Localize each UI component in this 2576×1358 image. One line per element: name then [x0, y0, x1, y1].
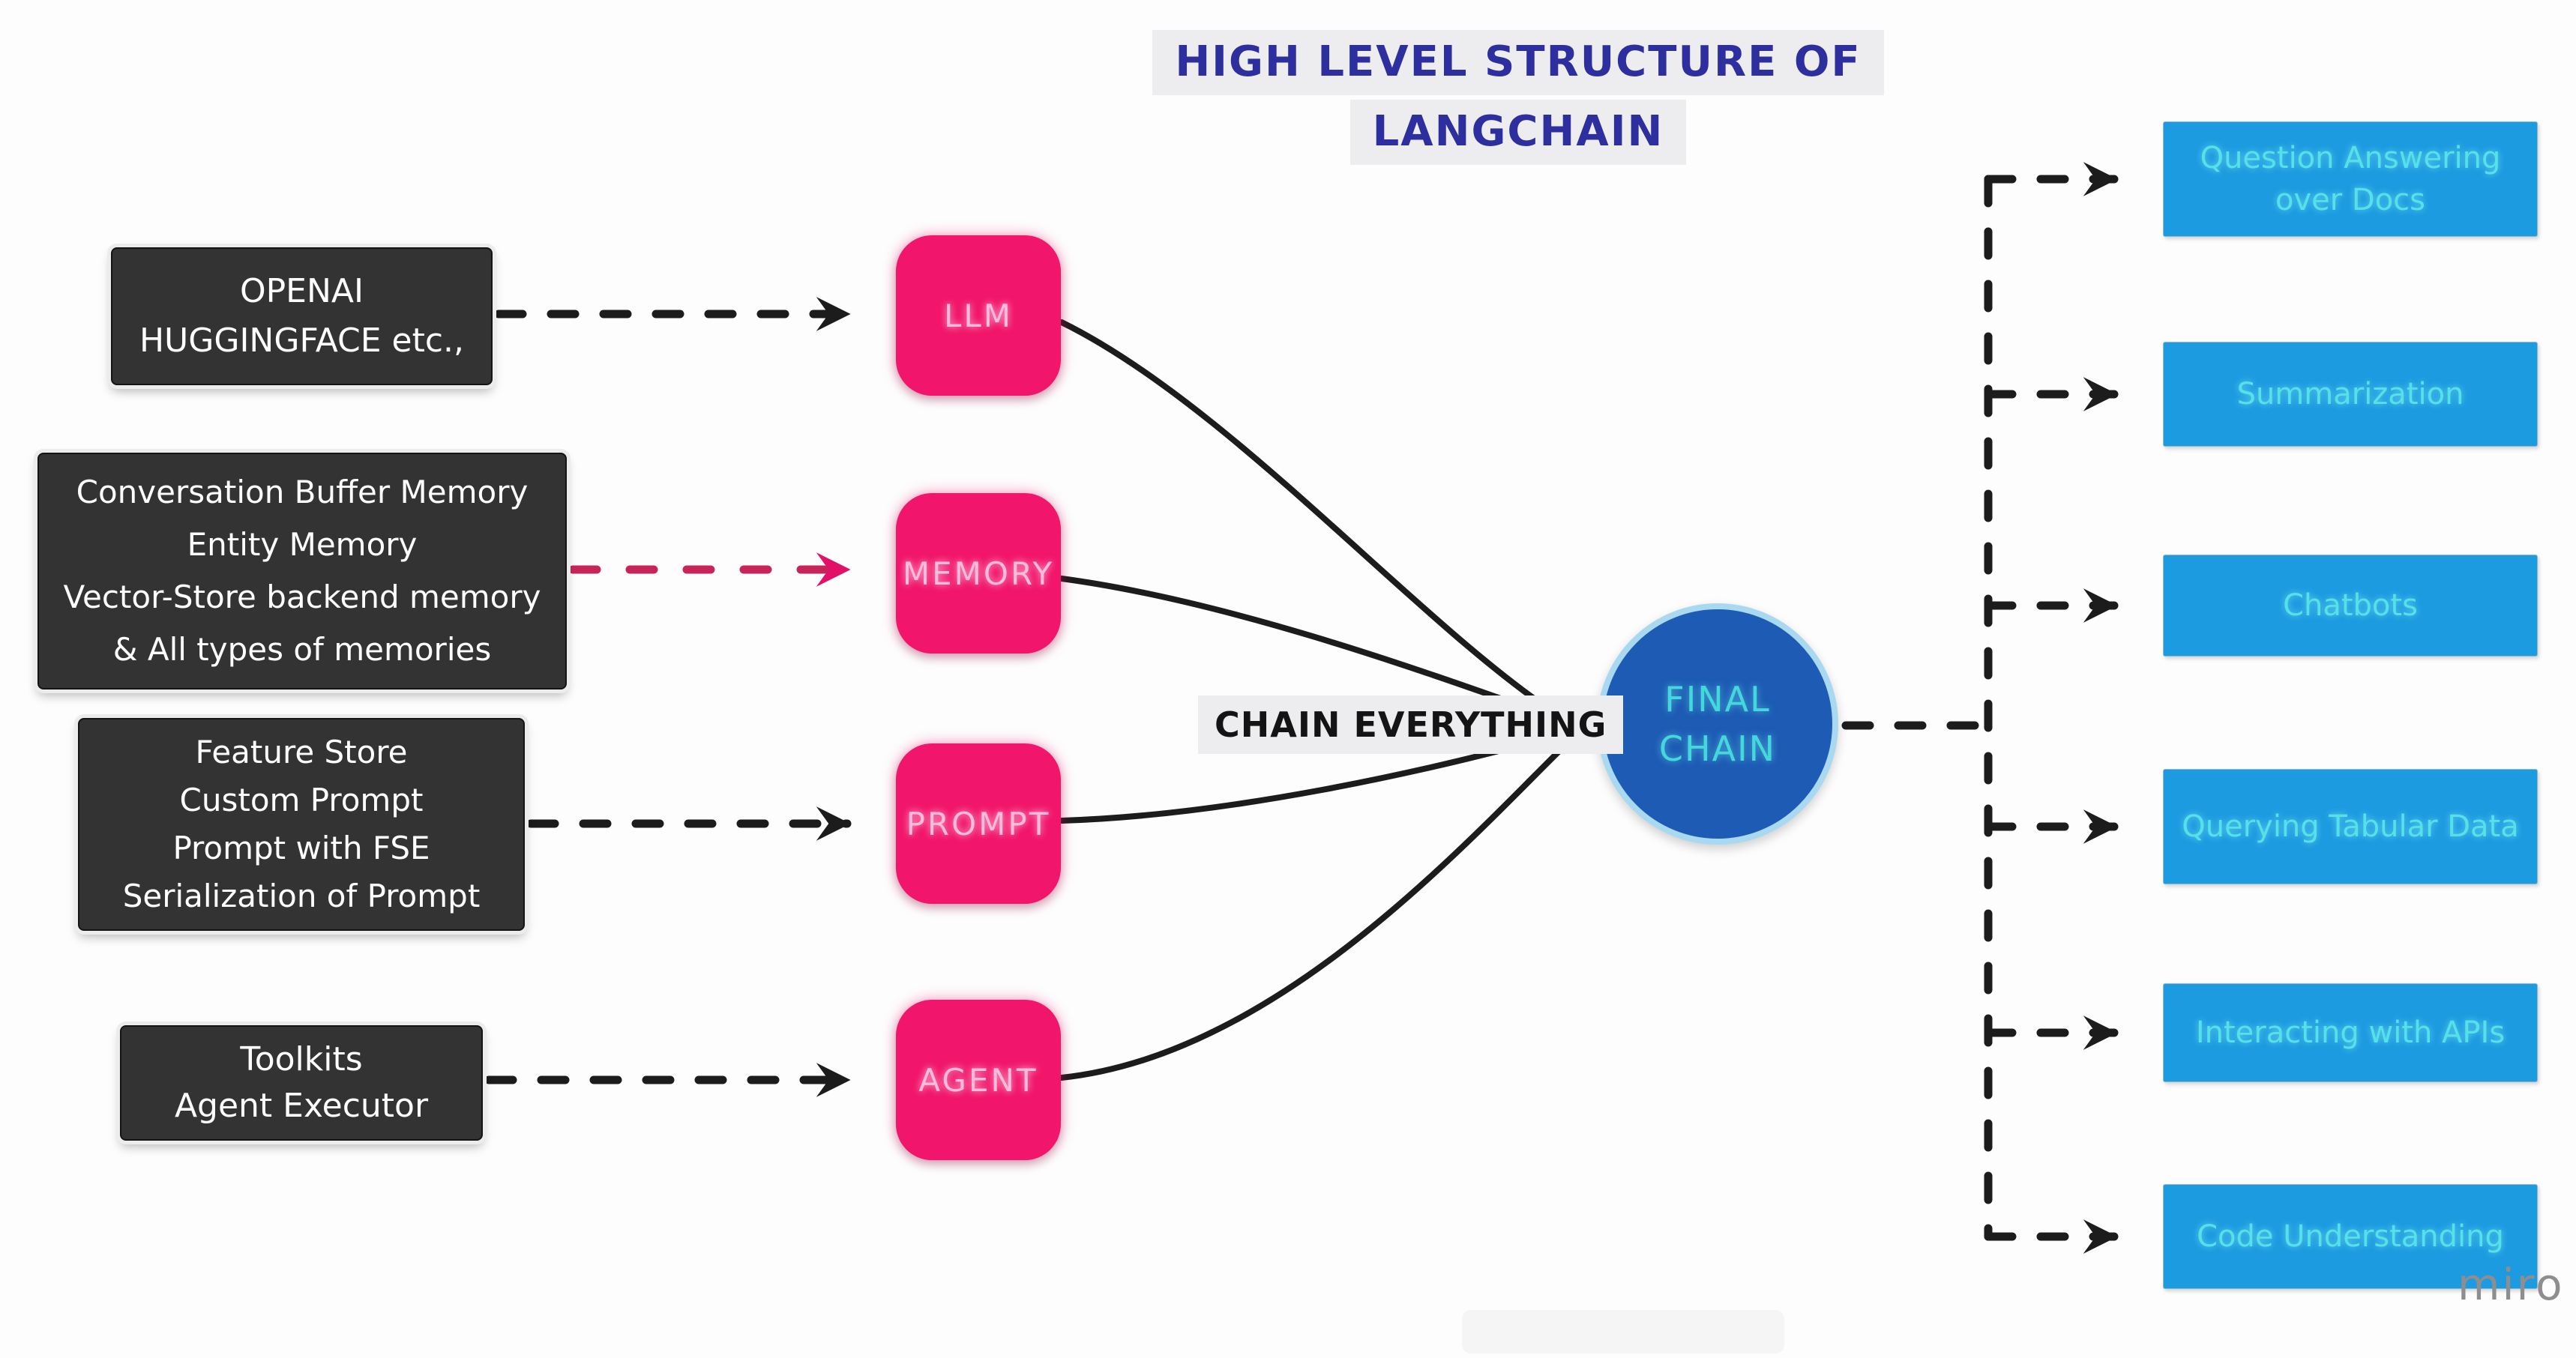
node-agent: AGENT	[896, 1000, 1061, 1160]
edge-agent-to-chain	[1059, 744, 1566, 1081]
node-llm-label: LLM	[943, 297, 1014, 334]
title-line-1: HIGH LEVEL STRUCTURE OF	[1152, 30, 1884, 95]
box-memory-types: Conversation Buffer Memory Entity Memory…	[37, 453, 567, 689]
use-case-question-answering: Question Answering over Docs	[2163, 121, 2538, 237]
miro-watermark: miro	[2458, 1259, 2565, 1310]
diagram-title: HIGH LEVEL STRUCTURE OF LANGCHAIN	[1140, 30, 1897, 165]
final-chain-line-2: CHAIN	[1658, 728, 1777, 769]
box-prompt-tools: Feature Store Custom Prompt Prompt with …	[78, 718, 525, 931]
box-memory-types-line: & All types of memories	[112, 631, 492, 668]
use-case-summarization: Summarization	[2163, 342, 2538, 447]
box-agent-tools: Toolkits Agent Executor	[120, 1025, 483, 1141]
node-agent-label: AGENT	[918, 1061, 1038, 1099]
box-agent-tools-line: Toolkits	[240, 1040, 363, 1078]
box-prompt-tools-line: Serialization of Prompt	[122, 878, 481, 914]
box-agent-tools-line: Agent Executor	[174, 1087, 429, 1125]
node-memory-label: MEMORY	[902, 555, 1055, 592]
node-prompt: PROMPT	[896, 743, 1061, 904]
box-prompt-tools-line: Custom Prompt	[179, 782, 424, 818]
use-case-code-understanding: Code Understanding	[2163, 1184, 2538, 1289]
node-llm: LLM	[896, 235, 1061, 396]
box-prompt-tools-line: Prompt with FSE	[172, 830, 430, 866]
box-memory-types-line: Entity Memory	[187, 526, 418, 563]
title-line-2: LANGCHAIN	[1349, 99, 1687, 165]
edge-llm-to-chain	[1059, 319, 1559, 716]
box-memory-types-line: Conversation Buffer Memory	[76, 474, 529, 510]
final-chain-line-1: FINAL	[1664, 679, 1771, 719]
faint-bottom-watermark	[1462, 1310, 1784, 1354]
box-memory-types-line: Vector-Store backend memory	[63, 579, 541, 615]
final-chain-node: FINAL CHAIN	[1597, 603, 1838, 845]
node-prompt-label: PROMPT	[906, 805, 1051, 842]
use-case-chatbots: Chatbots	[2163, 555, 2538, 657]
box-llm-providers-line: HUGGINGFACE etc.,	[139, 322, 465, 360]
box-prompt-tools-line: Feature Store	[195, 734, 408, 770]
box-llm-providers: OPENAI HUGGINGFACE etc.,	[111, 247, 493, 385]
chain-everything-label: CHAIN EVERYTHING	[1198, 695, 1624, 754]
node-memory: MEMORY	[896, 493, 1061, 654]
use-case-querying-tabular-data: Querying Tabular Data	[2163, 769, 2538, 884]
use-case-interacting-with-apis: Interacting with APIs	[2163, 983, 2538, 1082]
box-llm-providers-line: OPENAI	[240, 272, 364, 310]
